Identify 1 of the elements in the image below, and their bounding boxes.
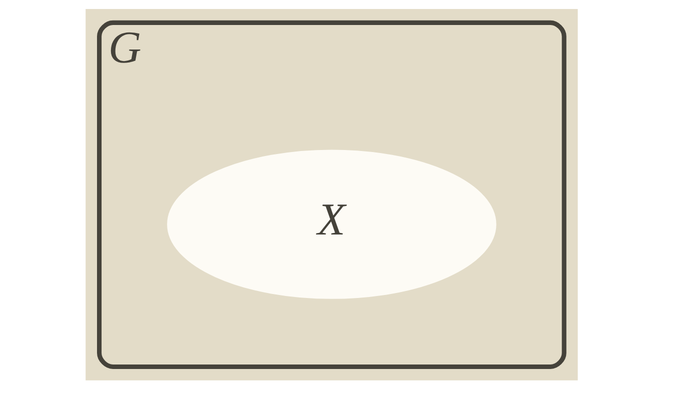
node-ellipse: X <box>166 149 496 298</box>
